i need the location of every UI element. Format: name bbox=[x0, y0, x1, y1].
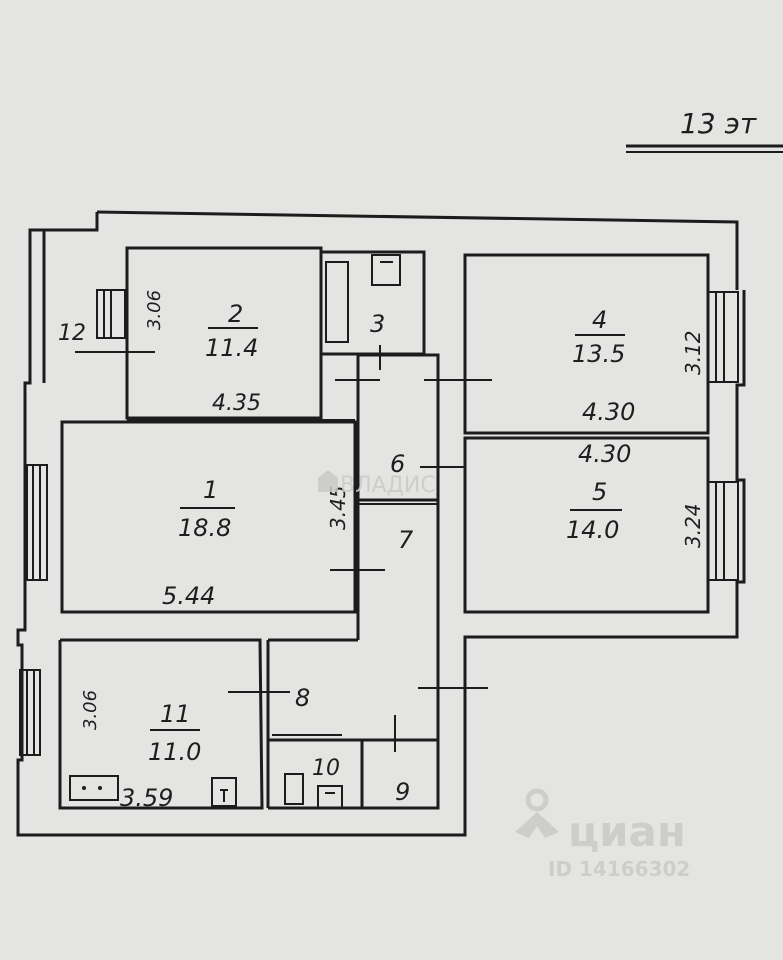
cian-logo-icon bbox=[515, 788, 559, 838]
cian-watermark: циан bbox=[568, 807, 686, 856]
room-6-number: 6 bbox=[390, 450, 405, 478]
outer-walls bbox=[16, 210, 746, 837]
room-5-width: 4.30 bbox=[578, 440, 631, 468]
room-5-height: 3.24 bbox=[681, 503, 705, 548]
room-1-area: 18.8 bbox=[178, 514, 231, 542]
windows bbox=[19, 289, 739, 756]
vladis-watermark: ВЛАДИС bbox=[340, 473, 436, 498]
room-2-width: 4.35 bbox=[212, 391, 261, 416]
room-11-number: 11 bbox=[160, 700, 191, 728]
room-4-number: 4 bbox=[592, 306, 607, 334]
floor-label: 13 эт bbox=[680, 107, 757, 140]
room-2-number: 2 bbox=[228, 300, 243, 328]
room-8-number: 8 bbox=[295, 684, 310, 712]
room-11-height: 3.06 bbox=[80, 690, 101, 730]
room-4-area: 13.5 bbox=[572, 340, 625, 368]
room-5-area: 14.0 bbox=[566, 516, 619, 544]
room-3-number: 3 bbox=[370, 310, 385, 338]
room-1-width: 5.44 bbox=[162, 582, 215, 610]
room-10-number: 10 bbox=[312, 756, 340, 781]
door-marks bbox=[75, 345, 492, 752]
room-4-width: 4.30 bbox=[582, 398, 635, 426]
room-11-area: 11.0 bbox=[148, 738, 201, 766]
room-11-width: 3.59 bbox=[120, 784, 173, 812]
room-9-number: 9 bbox=[395, 778, 410, 806]
room-2-height: 3.06 bbox=[144, 290, 165, 330]
watermarks: ВЛАДИС циан ID 14166302 bbox=[318, 470, 690, 881]
room-5-number: 5 bbox=[592, 478, 607, 506]
vladis-logo-icon bbox=[318, 470, 338, 492]
room-1-height: 3.45 bbox=[326, 485, 350, 530]
room-12-number: 12 bbox=[58, 321, 86, 346]
room-labels: 12 2 11.4 4.35 3.06 3 4 13.5 4.30 3.12 4… bbox=[58, 290, 705, 812]
room-2-area: 11.4 bbox=[205, 334, 258, 362]
room-1-number: 1 bbox=[203, 476, 218, 504]
room-7-number: 7 bbox=[398, 526, 414, 554]
room-4-height: 3.12 bbox=[681, 330, 705, 375]
listing-id-watermark: ID 14166302 bbox=[548, 857, 690, 881]
